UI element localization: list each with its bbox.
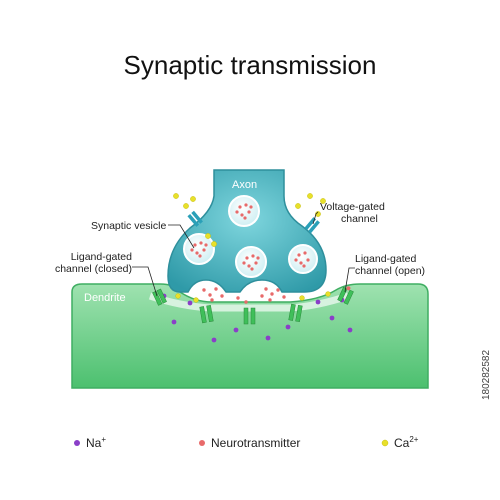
ligand-gated-channel-closed bbox=[152, 288, 167, 306]
released-neurotransmitters bbox=[202, 287, 286, 304]
legend: Na+ Neurotransmitter Ca2+ bbox=[74, 435, 419, 450]
ligand-closed-label-line1: Ligand-gated bbox=[71, 251, 132, 263]
leader-lines bbox=[132, 211, 355, 297]
ligand-open-label-line2: channel (open) bbox=[355, 265, 425, 277]
ligand-closed-label-line2: channel (closed) bbox=[55, 263, 132, 275]
synaptic-cleft bbox=[148, 292, 350, 312]
diagram-title: Synaptic transmission bbox=[124, 50, 377, 80]
dendrite-label: Dendrite bbox=[84, 292, 126, 304]
ligand-gated-channel bbox=[199, 304, 214, 324]
ligand-gated-channel bbox=[288, 303, 303, 323]
vesicle bbox=[235, 246, 267, 278]
synaptic-vesicles bbox=[183, 195, 318, 278]
stock-id: 180282582 bbox=[481, 350, 492, 400]
legend-calcium-dot bbox=[381, 439, 389, 447]
ligand-gated-channels bbox=[152, 286, 354, 325]
legend-neurotransmitter-label: Neurotransmitter bbox=[211, 436, 300, 450]
calcium-ions bbox=[173, 193, 331, 303]
legend-calcium-label: Ca2+ bbox=[394, 435, 419, 450]
legend-sodium-label: Na+ bbox=[86, 435, 106, 450]
legend-neurotransmitter-dot bbox=[199, 440, 205, 446]
legend-sodium-dot bbox=[74, 440, 80, 446]
ligand-gated-channel bbox=[243, 307, 256, 325]
axon-label: Axon bbox=[232, 179, 257, 191]
voltage-gated-channels bbox=[187, 210, 320, 234]
voltage-gated-label-line1: Voltage-gated bbox=[320, 201, 385, 213]
vesicle bbox=[228, 195, 260, 227]
vesicle-neurotransmitters bbox=[190, 203, 310, 271]
voltage-gated-label-line2: channel bbox=[341, 213, 378, 225]
vesicle bbox=[183, 233, 215, 265]
vesicle bbox=[288, 244, 318, 274]
ligand-open-label-line1: Ligand-gated bbox=[355, 253, 416, 265]
synaptic-vesicle-label: Synaptic vesicle bbox=[91, 220, 166, 232]
dendrite-body bbox=[71, 283, 429, 389]
